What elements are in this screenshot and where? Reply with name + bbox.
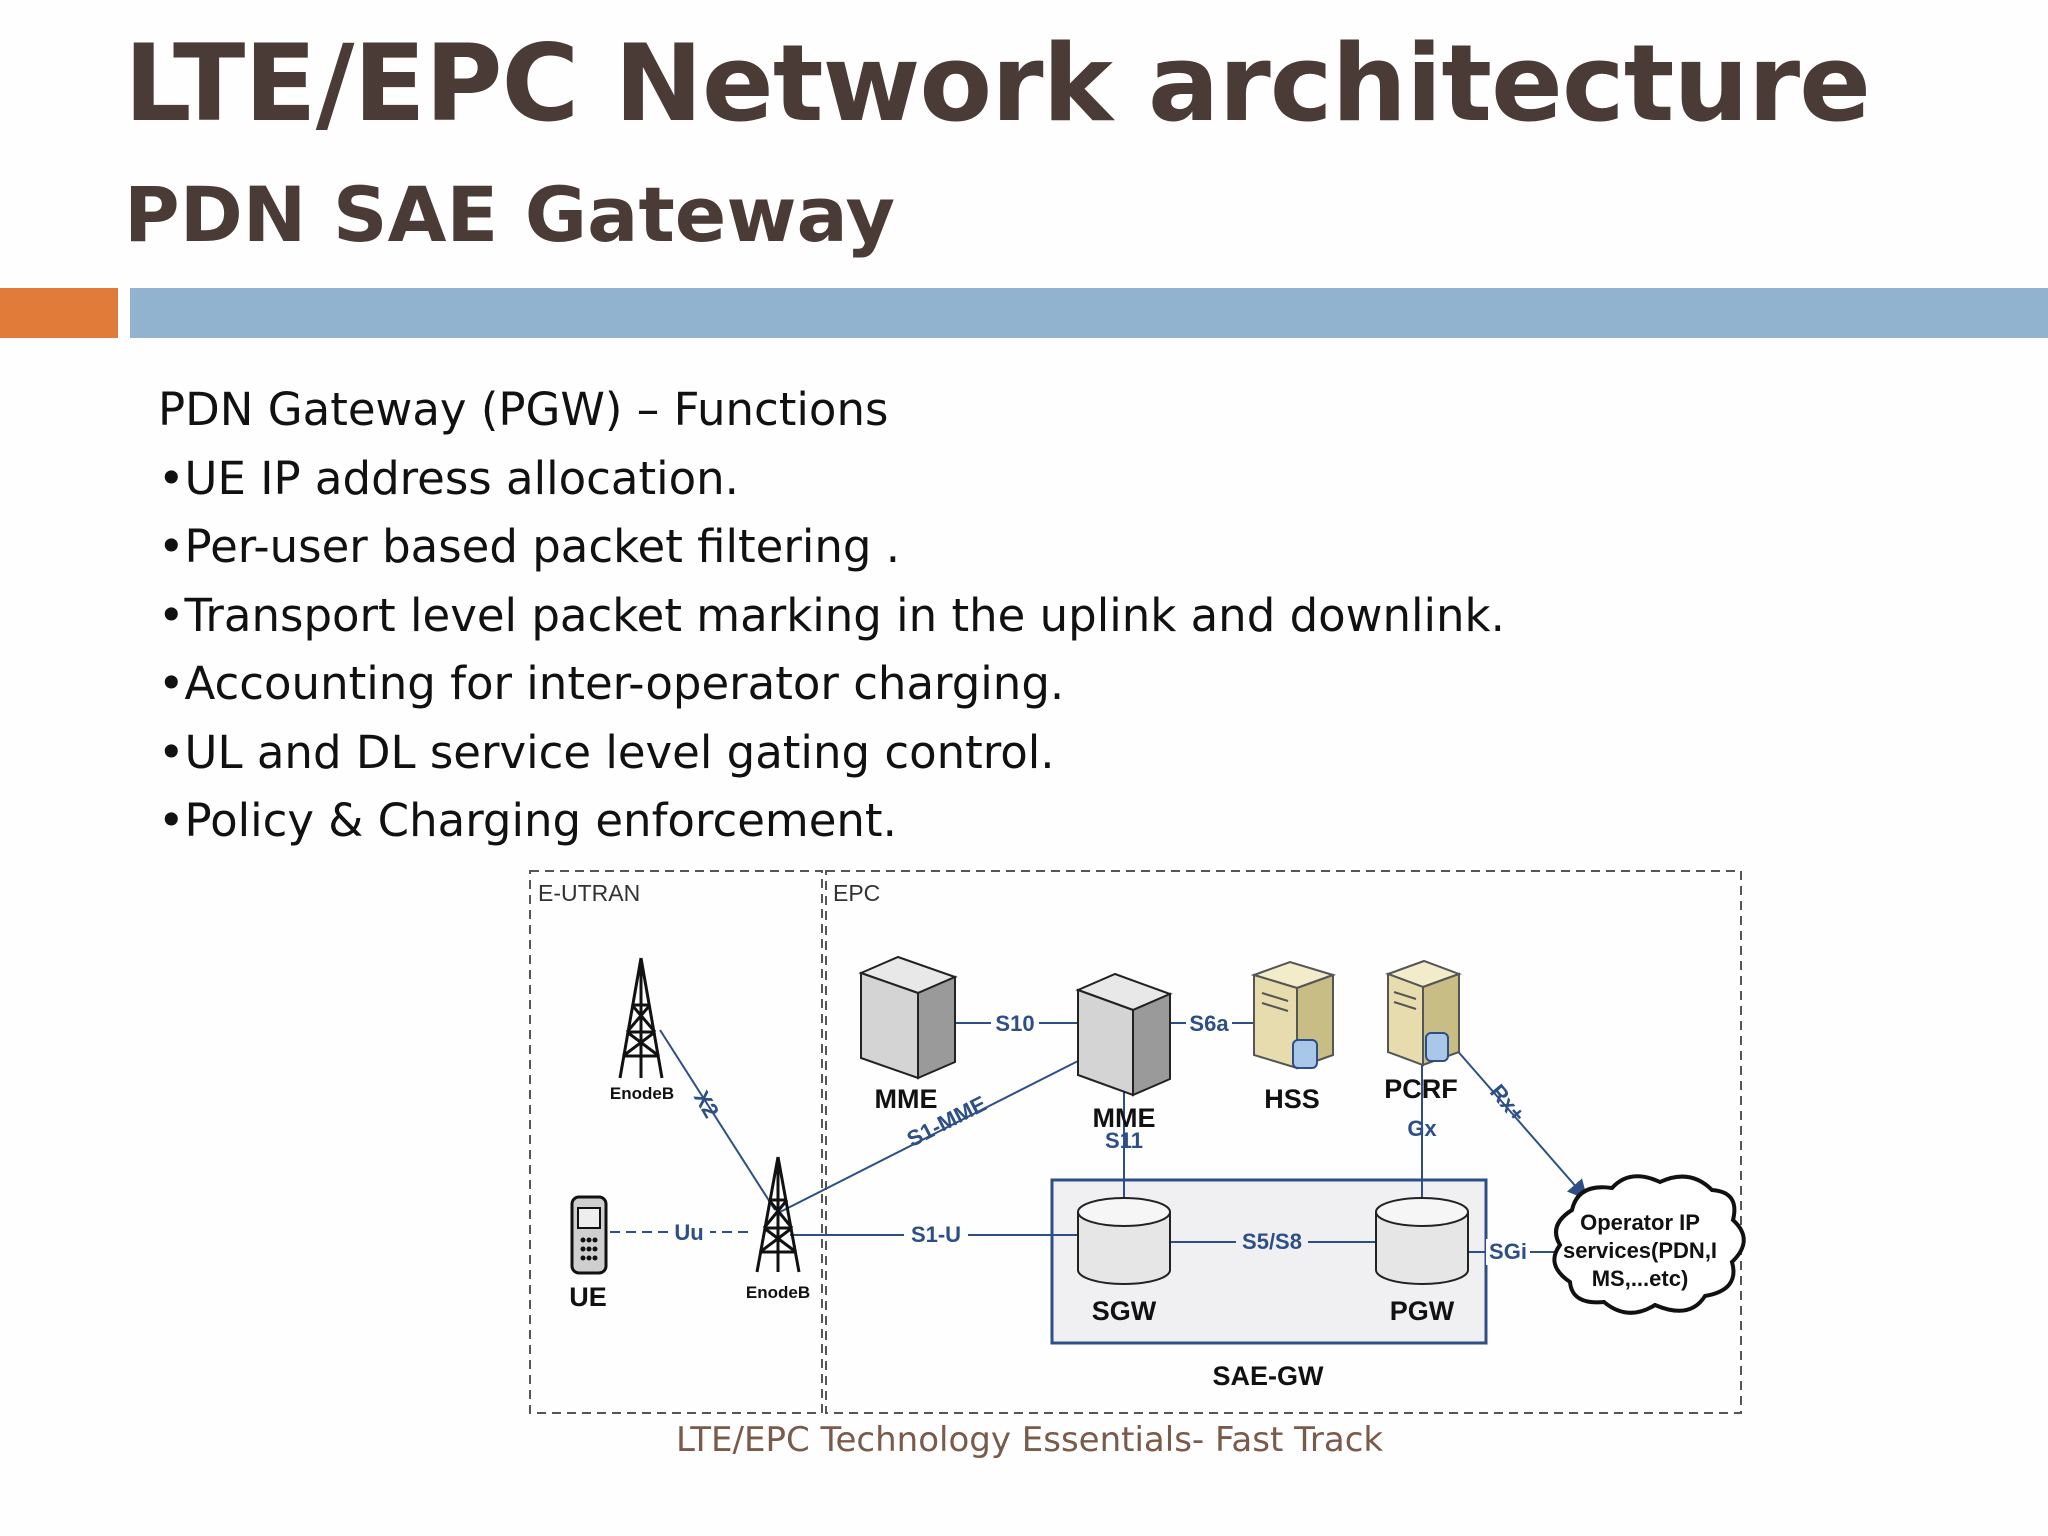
enodeb-tower-icon	[755, 1156, 801, 1273]
operator-services-line1: Operator IP	[1580, 1210, 1700, 1235]
uu-label: Uu	[674, 1220, 703, 1245]
mme-left-label: MME	[875, 1084, 938, 1114]
s5-s8-label: S5/S8	[1242, 1229, 1302, 1254]
sae-gw-label: SAE-GW	[1213, 1361, 1325, 1391]
bullet-item: •Accounting for inter-operator charging.	[158, 657, 1065, 710]
s11-label: S11	[1105, 1128, 1143, 1153]
sgw-label: SGW	[1092, 1296, 1157, 1326]
sgw-cylinder-icon	[1077, 1197, 1171, 1285]
mme-right-label: MME	[1093, 1103, 1156, 1133]
slide-body: PDN Gateway (PGW) – Functions •UE IP add…	[158, 376, 1505, 856]
mme-server-icon	[1075, 972, 1173, 1097]
slide-footer: LTE/EPC Technology Essentials- Fast Trac…	[676, 1420, 1384, 1460]
operator-services-line3: MS,...etc)	[1592, 1266, 1689, 1291]
hss-label: HSS	[1264, 1084, 1320, 1114]
slide-title: LTE/EPC Network architecture	[124, 22, 1871, 145]
bullet-item: •UE IP address allocation.	[158, 451, 739, 505]
enodeb-bottom-label: EnodeB	[746, 1283, 810, 1302]
eutran-region	[529, 870, 823, 1414]
pgw-label: PGW	[1390, 1296, 1455, 1326]
operator-services-line2: services(PDN,I	[1563, 1238, 1717, 1263]
x2-label: X2	[689, 1086, 724, 1122]
pcrf-server-icon	[1385, 959, 1462, 1067]
s1-u-label: S1-U	[911, 1222, 961, 1247]
epc-label: EPC	[833, 880, 880, 906]
accent-bar-orange	[0, 288, 118, 338]
cloud-icon	[1552, 1174, 1746, 1315]
mme-server-icon	[858, 955, 958, 1080]
bullet-item: •Policy & Charging enforcement.	[158, 794, 897, 847]
bullet-item: •Per-user based packet filtering .	[158, 520, 901, 573]
sgi-label: SGi	[1489, 1239, 1527, 1264]
phone-icon	[570, 1195, 608, 1275]
eutran-label: E-UTRAN	[538, 880, 640, 906]
epc-region	[825, 870, 1742, 1414]
pcrf-label: PCRF	[1384, 1074, 1458, 1104]
s10-label: S10	[995, 1011, 1034, 1036]
hss-server-icon	[1250, 960, 1337, 1070]
enodeb-tower-icon	[618, 957, 664, 1079]
slide-subtitle: PDN SAE Gateway	[124, 170, 896, 259]
s6a-label: S6a	[1189, 1011, 1229, 1036]
bullet-item: •Transport level packet marking in the u…	[158, 588, 1505, 642]
rx-label: Rx+	[1485, 1079, 1530, 1126]
ue-label: UE	[569, 1282, 607, 1312]
bullet-item: •UL and DL service level gating control.	[158, 725, 1055, 779]
functions-heading: PDN Gateway (PGW) – Functions	[158, 383, 889, 436]
gx-label: Gx	[1407, 1116, 1437, 1141]
pgw-cylinder-icon	[1375, 1197, 1469, 1285]
accent-bar-blue	[130, 288, 2048, 338]
enodeb-top-label: EnodeB	[610, 1084, 674, 1103]
